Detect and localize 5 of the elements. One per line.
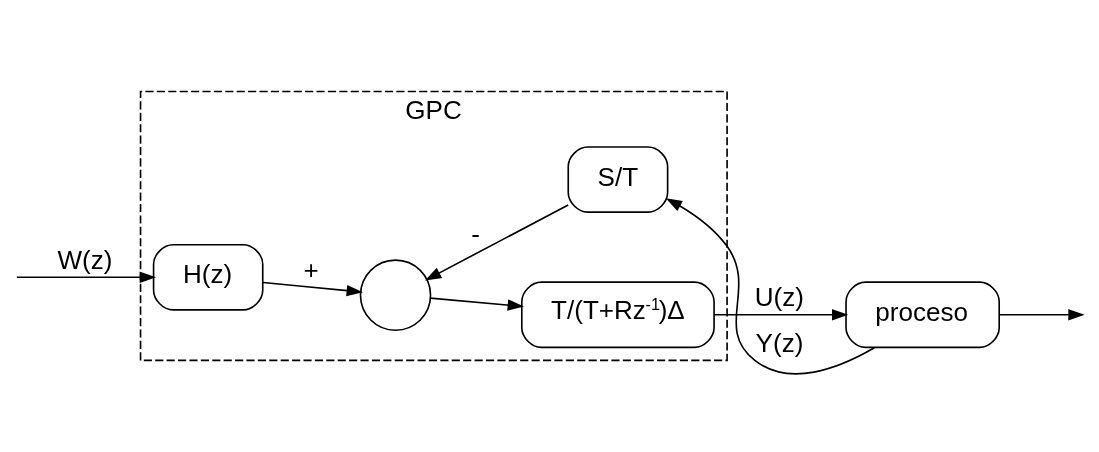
edge-label: U(z) xyxy=(754,281,804,312)
edge-label: - xyxy=(471,218,480,249)
edge-label: Y(z) xyxy=(755,327,804,358)
edge-label: W(z) xyxy=(57,244,113,275)
edge-label: + xyxy=(303,254,319,285)
